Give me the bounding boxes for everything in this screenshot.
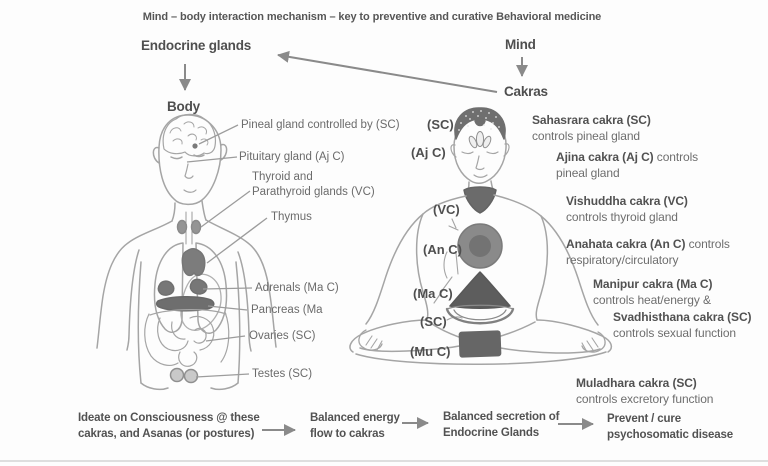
tag-muladhara: (Mu C) (410, 344, 451, 359)
node-body: Body (167, 99, 200, 114)
label-testes: Testes (SC) (252, 368, 313, 380)
flow-step-2: Balanced energy flow to cakras (310, 411, 400, 442)
flow-step-2-line1: Balanced energy (310, 412, 400, 424)
info-anahata: Anahata cakra (An C) controls respiratory… (566, 237, 730, 268)
flow-step-4: Prevent / cure psychosomatic disease (607, 412, 733, 443)
meditator-figure (349, 107, 613, 365)
node-mind: Mind (505, 37, 536, 52)
info-ajna-name: Ajina cakra (Aj C) (556, 150, 654, 164)
info-anahata-name: Anahata cakra (An C) (566, 237, 686, 251)
info-sahasrara: Sahasrara cakra (SC)controls pineal glan… (532, 113, 651, 144)
info-svadhisthana: Svadhisthana cakra (SC)controls sexual f… (613, 310, 752, 341)
info-ajna: Ajina cakra (Aj C) controls pineal gland (556, 150, 698, 181)
label-thyroid-line2: Parathyroid glands (VC) (252, 186, 375, 198)
label-pituitary-gland: Pituitary gland (Aj C) (239, 151, 345, 163)
pituitary-line (186, 156, 238, 163)
thymus-line (206, 217, 268, 264)
tag-ajna: (Aj C) (411, 145, 446, 160)
info-muladhara: Muladhara cakra (SC)controls excretory f… (576, 376, 713, 407)
adrenals-line (202, 287, 253, 290)
thyroid-line (200, 190, 251, 228)
body-label-lines (186, 124, 268, 378)
label-thyroid-line1: Thyroid and (252, 171, 313, 183)
tag-anahata: (An C) (423, 242, 462, 257)
info-ajna-tail: controls (653, 150, 699, 164)
label-thymus: Thymus (271, 211, 312, 223)
flow-arrows (262, 417, 594, 436)
flow-step-1-line1: Ideate on Consciousness @ these (78, 412, 260, 424)
info-anahata-desc: respiratory/circulatory (566, 252, 679, 267)
flow-step-1-line2: cakras, and Asanas (or postures) (78, 427, 255, 440)
info-sahasrara-desc: controls pineal gland (532, 128, 640, 143)
diagram-title: Mind – body interaction mechanism – key … (142, 11, 602, 23)
arrow-cakras-to-endocrine (277, 50, 498, 93)
tag-sahasrara: (SC) (427, 117, 454, 132)
info-muladhara-desc: controls excretory function (576, 391, 714, 406)
tag-manipur: (Ma C) (413, 286, 453, 301)
info-vishuddha-name: Vishuddha cakra (VC) (566, 194, 688, 208)
hair-speckles (458, 110, 500, 131)
label-pancreas: Pancreas (Ma (251, 304, 323, 316)
flow-step-4-line1: Prevent / cure (607, 413, 681, 425)
node-endocrine-glands: Endocrine glands (141, 38, 252, 53)
info-ajna-desc: pineal gland (556, 165, 620, 180)
flow-step-3-line2: Endocrine Glands (443, 426, 540, 439)
info-vishuddha-desc: controls thyroid gland (566, 209, 678, 224)
info-manipur: Manipur cakra (Ma C)controls heat/energy… (593, 277, 712, 308)
flow-step-1: Ideate on Consciousness @ these cakras, a… (78, 411, 260, 442)
info-muladhara-name: Muladhara cakra (SC) (576, 376, 697, 390)
info-manipur-name: Manipur cakra (Ma C) (593, 277, 713, 291)
pineal-line (198, 124, 239, 145)
info-svadhisthana-desc: controls sexual function (613, 325, 737, 340)
flow-step-3: Balanced secretion of Endocrine Glands (443, 410, 560, 441)
flow-step-4-line2: psychosomatic disease (607, 428, 733, 441)
anatomical-body-figure (96, 113, 277, 391)
info-manipur-desc: controls heat/energy & (593, 292, 711, 307)
ovaries-line (205, 335, 246, 342)
label-ovaries: Ovaries (SC) (249, 330, 316, 342)
tag-vishuddha: (VC) (433, 202, 460, 217)
top-arrows (179, 50, 528, 93)
info-anahata-tail: controls (685, 237, 730, 251)
pancreas-line (207, 305, 248, 311)
page-bottom-edge (0, 460, 768, 462)
tag-svadhisthana: (SC) (420, 314, 447, 329)
node-cakras: Cakras (504, 84, 548, 99)
info-vishuddha: Vishuddha cakra (VC)controls thyroid gla… (566, 194, 688, 225)
flow-step-3-line1: Balanced secretion of (443, 411, 560, 423)
info-sahasrara-name: Sahasrara cakra (SC) (532, 113, 651, 127)
testes-line (195, 373, 250, 378)
label-adrenals: Adrenals (Ma C) (255, 282, 339, 294)
label-pineal-gland: Pineal gland controlled by (SC) (241, 119, 400, 131)
info-svadhisthana-name: Svadhisthana cakra (SC) (613, 310, 752, 324)
flow-step-2-line2: flow to cakras (310, 427, 385, 440)
